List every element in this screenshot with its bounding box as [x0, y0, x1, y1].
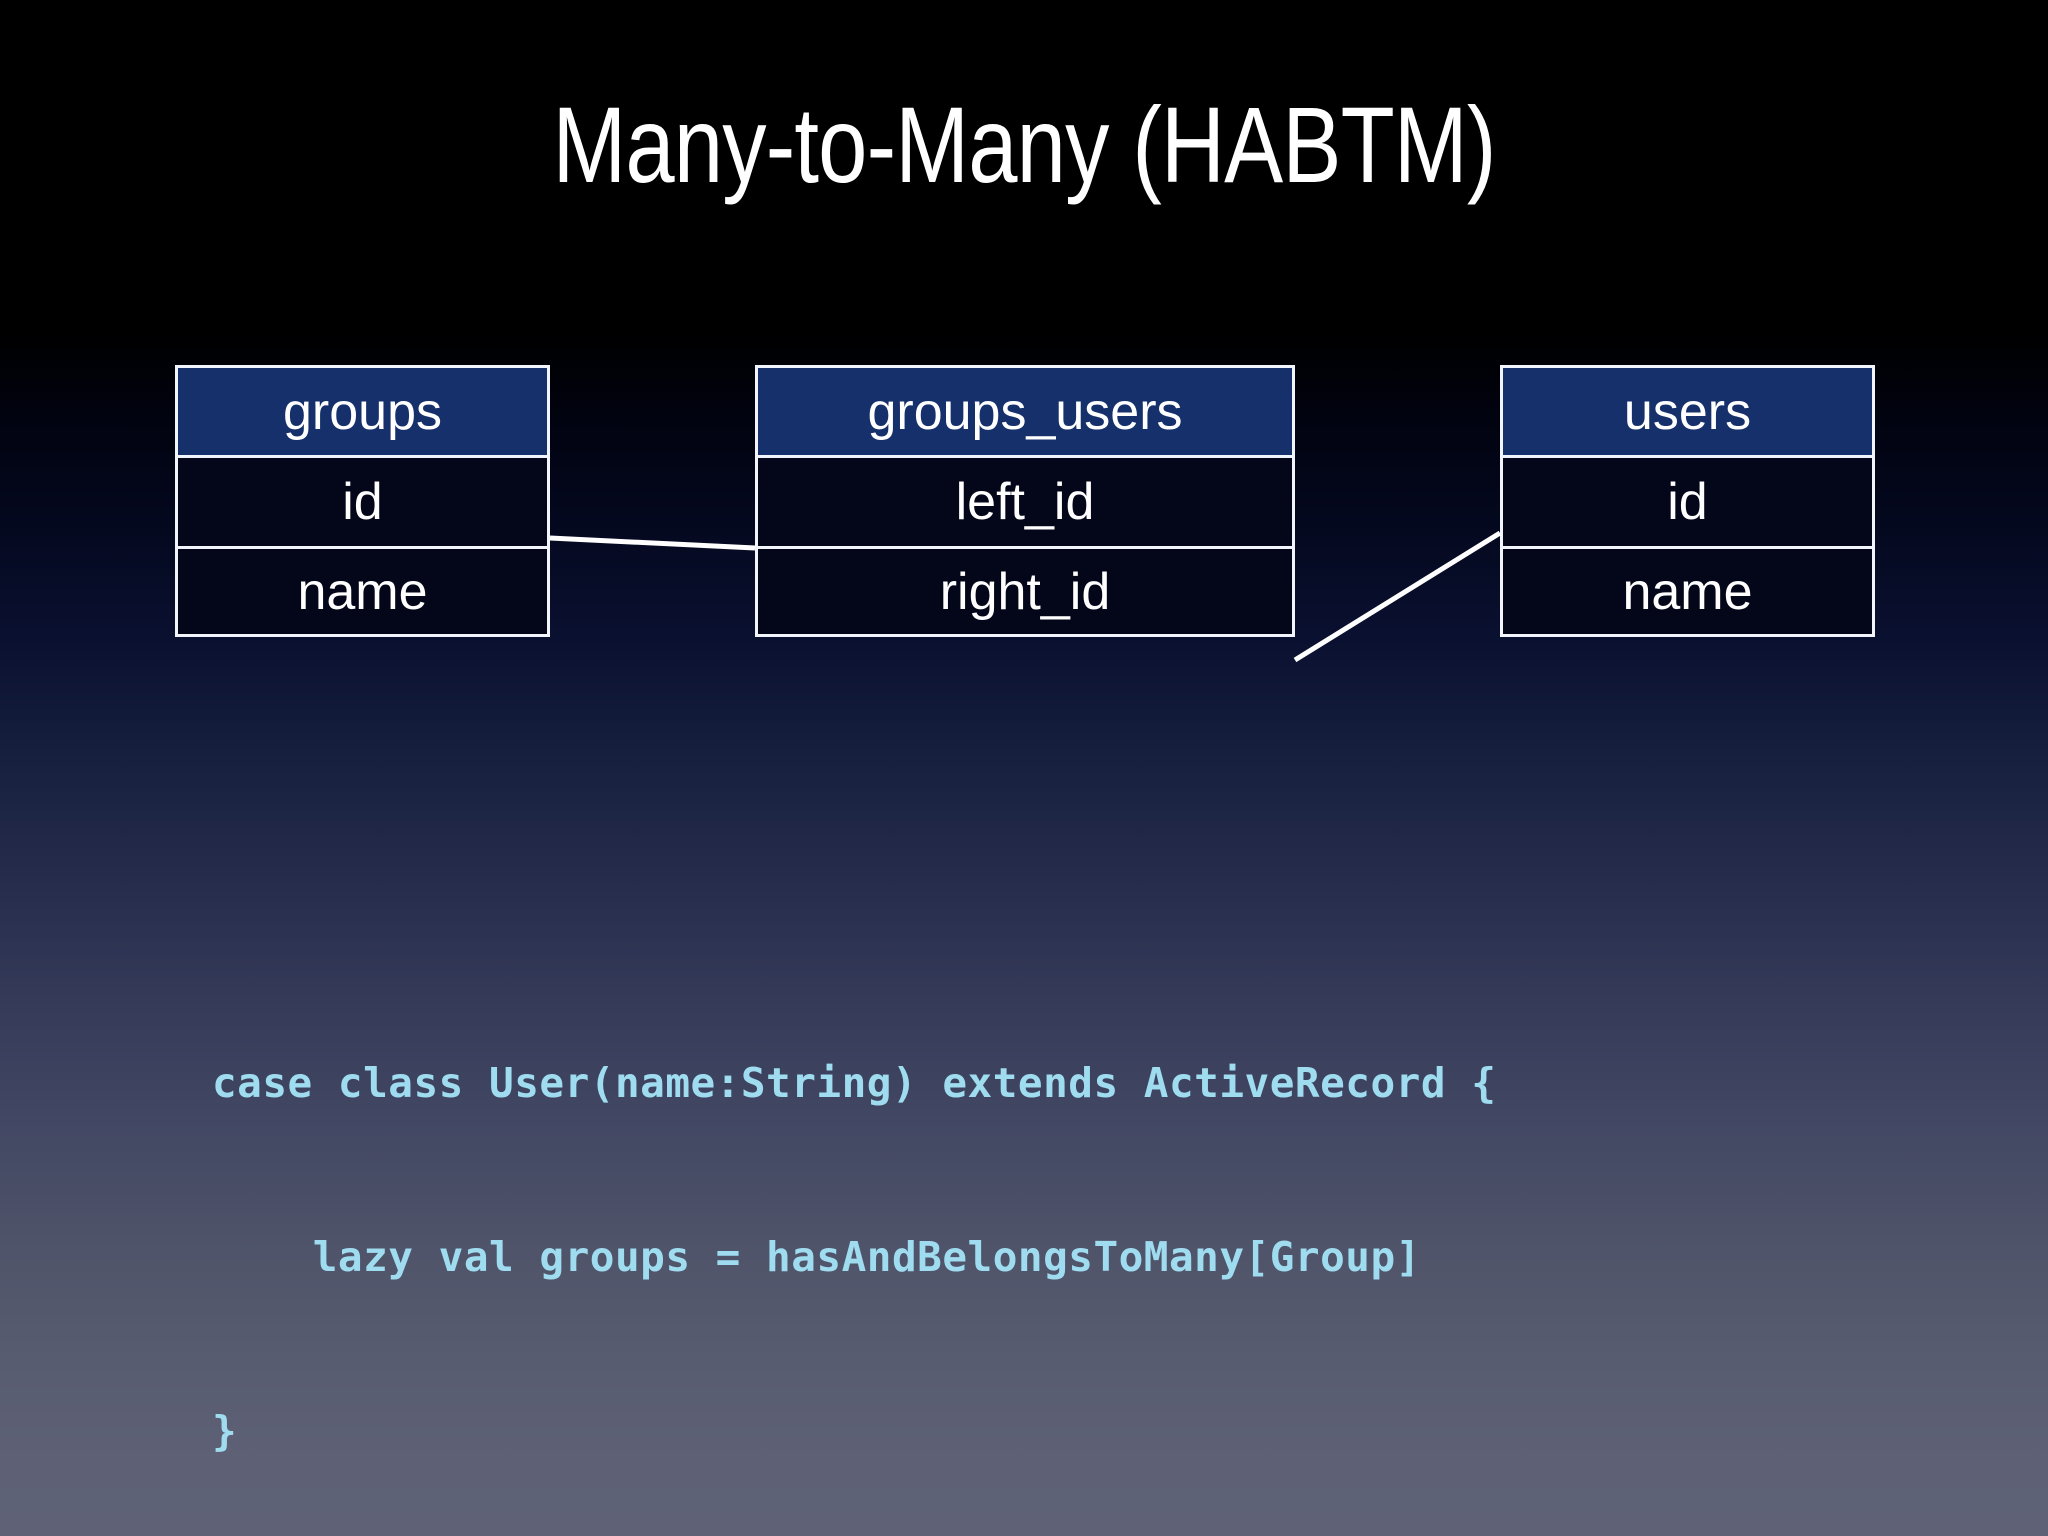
- er-table-users-column-name: name: [1503, 546, 1872, 634]
- page-title: Many-to-Many (HABTM): [552, 84, 1496, 205]
- code-block: case class User(name:String) extends Act…: [212, 938, 1522, 1536]
- er-table-users-header: users: [1503, 368, 1872, 458]
- er-table-groups-users-column-right-id: right_id: [758, 546, 1292, 634]
- er-table-groups-header: groups: [178, 368, 547, 458]
- er-table-groups-column-name: name: [178, 546, 547, 634]
- er-table-groups: groups id name: [175, 365, 550, 637]
- code-line: }: [212, 1407, 238, 1455]
- code-line: lazy val groups = hasAndBelongsToMany[Gr…: [212, 1233, 1421, 1281]
- connector-groups-users-to-users: [1293, 530, 1502, 663]
- code-line: case class User(name:String) extends Act…: [212, 1059, 1497, 1107]
- er-table-users-column-id: id: [1503, 458, 1872, 546]
- er-table-groups-users-column-left-id: left_id: [758, 458, 1292, 546]
- er-table-groups-column-id: id: [178, 458, 547, 546]
- er-table-groups-users: groups_users left_id right_id: [755, 365, 1295, 637]
- connector-groups-to-groups-users: [549, 535, 756, 551]
- er-table-users: users id name: [1500, 365, 1875, 637]
- er-table-groups-users-header: groups_users: [758, 368, 1292, 458]
